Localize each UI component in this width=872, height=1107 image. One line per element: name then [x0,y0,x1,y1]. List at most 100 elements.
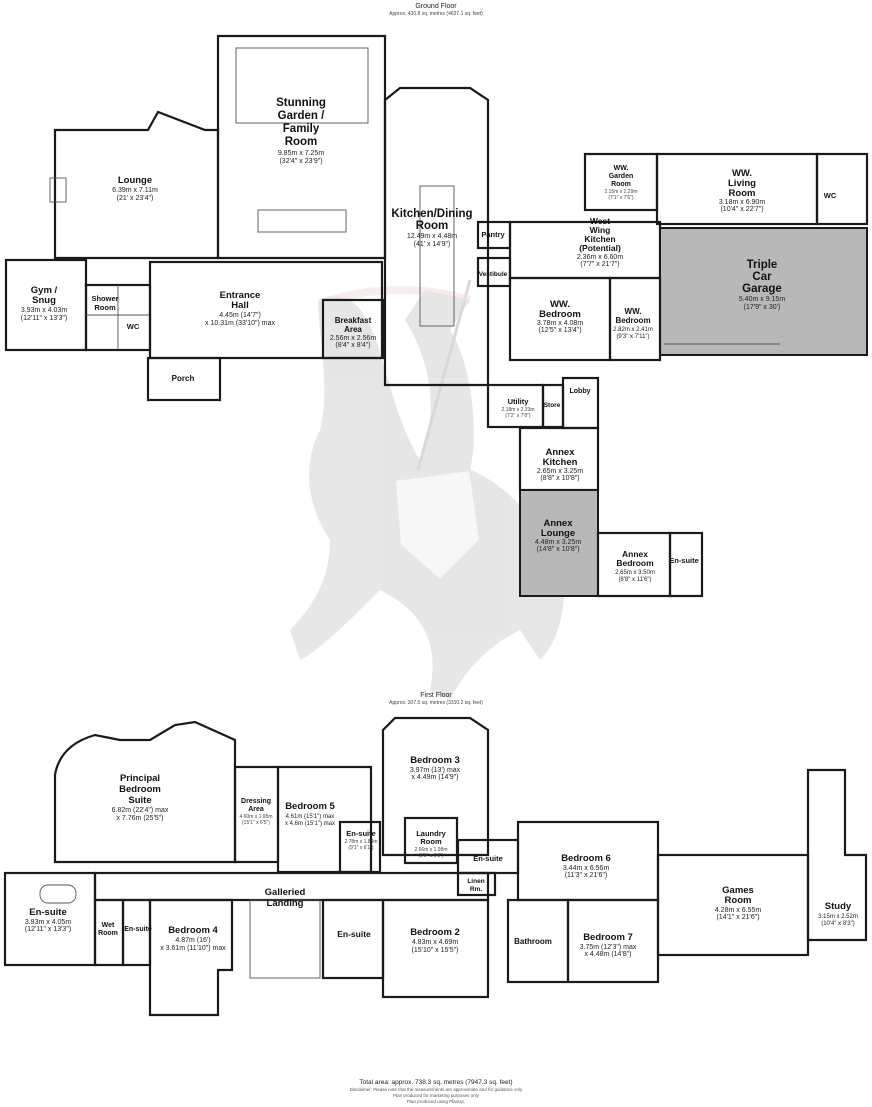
room-label-wet-room: Wet Room [98,922,118,937]
svg-text:2.56m x 2.56m: 2.56m x 2.56m [330,335,376,342]
svg-text:WW.: WW. [732,168,752,179]
svg-text:(14'8" x 10'8"): (14'8" x 10'8") [536,546,579,553]
room-label-ensuite-principal: En-suite 3.93m x 4.05m (12'11" x 13'3") [25,907,72,933]
svg-text:4.83m x 4.69m: 4.83m x 4.69m [412,939,458,946]
svg-text:Family: Family [283,123,320,135]
room-label-wc-ground: WC [127,322,140,331]
svg-text:Wing: Wing [590,225,611,235]
svg-text:x 4.48m (14'8"): x 4.48m (14'8") [584,951,631,958]
svg-text:3.18m x 6.90m: 3.18m x 6.90m [719,199,765,206]
svg-text:(11'3" x 21'6"): (11'3" x 21'6") [565,872,608,879]
room-label-laundry: Laundry Room 2.66m x 1.98m (8'9" x 6'6") [414,829,447,859]
svg-text:West: West [590,216,610,226]
svg-text:(10'4" x 8'3"): (10'4" x 8'3") [821,921,855,927]
svg-text:x 3.61m (11'10") max: x 3.61m (11'10") max [160,945,226,952]
garage-area [659,227,868,356]
svg-text:Bedroom: Bedroom [119,784,161,795]
room-label-linen: Linen Rm. [467,878,484,893]
room-label-gym: Gym / Snug 3.93m x 4.03m (12'11" x 13'3"… [21,285,68,322]
room-label-bedroom6: Bedroom 6 3.44m x 6.56m (11'3" x 21'6") [561,853,611,879]
svg-text:6.82m (22'4") max: 6.82m (22'4") max [112,807,169,814]
ground-floor-area: Approx. 430.8 sq. metres (4637.1 sq. fee… [389,11,483,17]
svg-text:6.39m x 7.11m: 6.39m x 7.11m [112,187,158,194]
svg-text:(8'9" x 6'6"): (8'9" x 6'6") [418,853,444,859]
svg-text:Laundry: Laundry [416,829,446,838]
svg-text:Utility: Utility [508,397,530,406]
svg-text:Breakfast: Breakfast [335,316,372,325]
svg-text:(8'8" x 10'8"): (8'8" x 10'8") [540,475,579,482]
svg-text:12.49m x 4.48m: 12.49m x 4.48m [407,233,457,240]
ground-floor-plan [4,34,869,598]
room-label-bedroom2: Bedroom 2 4.83m x 4.69m (15'10" x 15'5") [410,927,460,954]
svg-text:Study: Study [825,901,852,912]
svg-text:4.87m (16'): 4.87m (16') [175,937,210,944]
svg-text:Room: Room [729,188,756,199]
svg-text:(15'1" x 6'5"): (15'1" x 6'5") [242,820,270,826]
svg-text:Linen: Linen [467,878,484,885]
svg-text:(17'9" x 30'): (17'9" x 30') [744,304,781,311]
svg-text:(Potential): (Potential) [579,243,621,253]
svg-text:x 7.76m (25'5"): x 7.76m (25'5") [116,815,163,822]
svg-text:Room: Room [285,136,318,148]
svg-text:(9'3" x 7'11"): (9'3" x 7'11") [616,334,649,340]
svg-text:Area: Area [248,806,264,813]
svg-text:3.93m x 4.05m: 3.93m x 4.05m [25,919,71,926]
svg-text:Lounge: Lounge [118,175,152,186]
svg-text:WW.: WW. [614,165,629,172]
svg-text:2.65m x 3.50m: 2.65m x 3.50m [615,570,655,576]
knight-on-horse-icon [290,279,564,700]
svg-text:En-suite: En-suite [346,829,376,838]
svg-text:Annex: Annex [543,518,573,529]
svg-text:Area: Area [344,325,362,334]
svg-text:(32'4" x 23'9"): (32'4" x 23'9") [279,158,322,165]
svg-text:(15'10" x 15'5"): (15'10" x 15'5") [412,947,459,954]
svg-text:x 10.31m (33'10") max: x 10.31m (33'10") max [205,320,275,327]
svg-text:3.75m (12'3") max: 3.75m (12'3") max [580,944,637,951]
svg-text:2.15m x 2.29m: 2.15m x 2.29m [604,189,637,195]
svg-text:Shower: Shower [91,294,118,303]
room-label-shower: Shower Room [91,294,118,312]
room-label-ww-garden: WW. Garden Room 2.15m x 2.29m (7'1" x 7'… [604,165,637,201]
svg-text:(7'2" x 7'8"): (7'2" x 7'8") [505,413,531,419]
svg-text:Hall: Hall [231,300,248,311]
svg-text:5.40m x 9.15m: 5.40m x 9.15m [739,296,785,303]
svg-text:2.65m x 3.25m: 2.65m x 3.25m [537,468,583,475]
svg-text:4.45m (14'7"): 4.45m (14'7") [219,312,261,319]
svg-text:Snug: Snug [32,295,56,306]
room-label-lounge: Lounge 6.39m x 7.11m (21' x 23'4") [112,175,158,202]
room-label-ww-bedroom-2: WW. Bedroom 2.82m x 2.41m (9'3" x 7'11") [613,307,653,340]
svg-text:x 4.49m (14'9"): x 4.49m (14'9") [411,774,458,781]
room-label-study: Study 3.15m x 2.52m (10'4" x 8'3") [818,901,858,927]
svg-text:Garden /: Garden / [278,110,325,122]
svg-text:3.78m x 4.08m: 3.78m x 4.08m [537,320,583,327]
svg-text:Room: Room [725,895,752,906]
room-label-utility: Utility 2.18m x 2.33m (7'2" x 7'8") [501,397,534,419]
svg-text:Annex: Annex [622,549,648,559]
disclaimer-line-2: Plan produced for marketing purposes onl… [393,1093,480,1098]
svg-text:Kitchen: Kitchen [543,457,578,468]
room-label-games: Games Room 4.28m x 6.55m (14'1" x 21'6") [715,885,761,921]
svg-text:Bedroom: Bedroom [616,558,654,568]
svg-text:Garden: Garden [609,173,634,180]
svg-text:Kitchen: Kitchen [584,234,615,244]
svg-text:(10'4" x 22'7"): (10'4" x 22'7") [720,206,763,213]
svg-text:Bedroom: Bedroom [615,316,650,325]
svg-text:Room: Room [416,220,449,232]
room-label-west-wing-kitchen: West Wing Kitchen (Potential) 2.36m x 6.… [577,216,623,268]
room-label-annex-bedroom: Annex Bedroom 2.65m x 3.50m (8'8" x 11'6… [615,549,655,583]
svg-text:Bedroom: Bedroom [539,309,581,320]
room-label-porch: Porch [172,374,195,383]
svg-text:(7'1" x 7'6"): (7'1" x 7'6") [608,195,634,201]
svg-text:2.82m x 2.41m: 2.82m x 2.41m [613,327,653,333]
svg-text:Garage: Garage [742,283,782,295]
svg-text:2.18m x 2.33m: 2.18m x 2.33m [501,407,534,413]
room-label-lobby: Lobby [570,388,591,395]
svg-text:(12'11" x 13'3"): (12'11" x 13'3") [25,926,71,933]
svg-text:En-suite: En-suite [29,907,66,918]
svg-text:Bedroom 5: Bedroom 5 [285,801,335,812]
disclaimer-line-3: Plan produced using PlanUp. [407,1099,465,1104]
svg-text:(8'8" x 11'6"): (8'8" x 11'6") [618,577,651,583]
ground-floor-heading: Ground Floor [415,3,457,10]
svg-text:Room: Room [94,303,116,312]
svg-text:Kitchen/Dining: Kitchen/Dining [391,208,472,220]
